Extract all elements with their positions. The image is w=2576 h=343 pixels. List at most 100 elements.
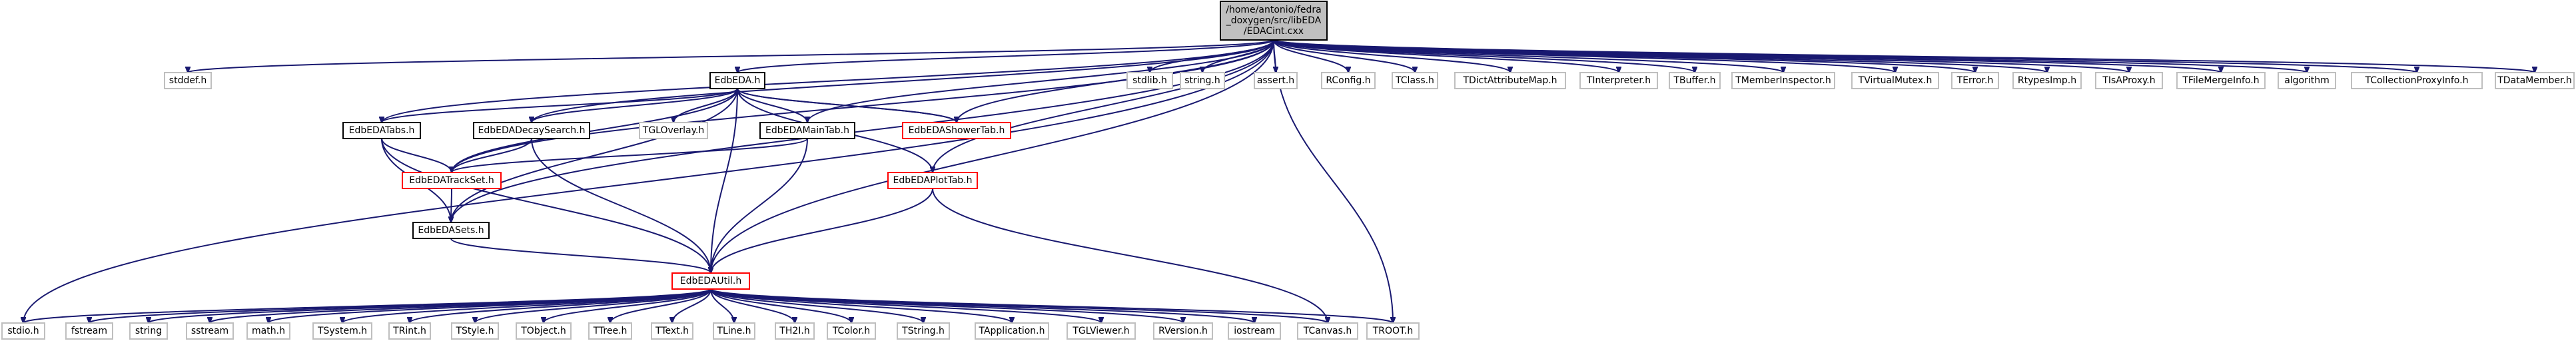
- edge-edbedatrackset-to-edbedasets: [451, 188, 452, 222]
- node-box: [1254, 72, 1298, 89]
- node-label: /home/antonio/fedra: [1226, 5, 1321, 15]
- node-math-h[interactable]: math.h: [246, 322, 290, 340]
- edge-root-to-edbedatrackset: [452, 39, 1274, 172]
- node-tline-h[interactable]: TLine.h: [713, 322, 755, 340]
- node-tgloverlay-h[interactable]: TGLOverlay.h: [639, 122, 708, 139]
- node-label: TText.h: [655, 326, 689, 336]
- node-label: EdbEDAMainTab.h: [765, 125, 849, 136]
- node-edbedamaintab-h[interactable]: EdbEDAMainTab.h: [759, 122, 855, 139]
- edge-root-to-tdatamember: [1273, 39, 2535, 73]
- node-label: TLine.h: [716, 326, 751, 336]
- node-algorithm[interactable]: algorithm: [2278, 72, 2336, 89]
- node-tvirtualmutex-h[interactable]: TVirtualMutex.h: [1851, 72, 1939, 89]
- edge-edbedatabs-to-edbedautil: [381, 138, 711, 273]
- node-label: math.h: [252, 326, 285, 336]
- node-tisaproxy-h[interactable]: TIsAProxy.h: [2095, 72, 2163, 89]
- node-tfilemergeinfo-h[interactable]: TFileMergeInfo.h: [2176, 72, 2266, 89]
- node-sstream[interactable]: sstream: [186, 322, 234, 340]
- edge-edbedautil-to-tstring: [710, 288, 923, 323]
- node-label: TRint.h: [392, 326, 426, 336]
- node-trint-h[interactable]: TRint.h: [388, 322, 431, 340]
- node-box: [1067, 322, 1136, 340]
- node-stdlib-h[interactable]: stdlib.h: [1126, 72, 1173, 89]
- node-box: [1180, 72, 1225, 89]
- node-label: TH2I.h: [779, 326, 809, 336]
- node-edbedadecaysearch-h[interactable]: EdbEDADecaySearch.h: [473, 122, 590, 139]
- node-box: [1, 322, 45, 340]
- node-label: EdbEDATabs.h: [349, 125, 415, 136]
- node-tinterpreter-h[interactable]: TInterpreter.h: [1579, 72, 1658, 89]
- node-box: [516, 322, 572, 340]
- node-edbedautil-h[interactable]: EdbEDAUtil.h: [671, 272, 750, 290]
- node-tobject-h[interactable]: TObject.h: [516, 322, 572, 340]
- node-tbuffer-h[interactable]: TBuffer.h: [1669, 72, 1721, 89]
- node-terror-h[interactable]: TError.h: [1951, 72, 1999, 89]
- node-label: RtypesImp.h: [2018, 75, 2076, 86]
- node-label: TCanvas.h: [1303, 326, 1352, 336]
- node-tglviewer-h[interactable]: TGLViewer.h: [1067, 322, 1136, 340]
- node-rversion-h[interactable]: RVersion.h: [1153, 322, 1213, 340]
- node-edbedashowertab-h[interactable]: EdbEDAShowerTab.h: [902, 122, 1011, 139]
- node-label: EdbEDAShowerTab.h: [909, 125, 1005, 136]
- node-box: [1454, 72, 1566, 89]
- node-label: RVersion.h: [1158, 326, 1208, 336]
- node-box: [713, 322, 755, 340]
- node-rconfig-h[interactable]: RConfig.h: [1321, 72, 1376, 89]
- node-edbedatabs-h[interactable]: EdbEDATabs.h: [342, 122, 421, 139]
- node-tstyle-h[interactable]: TStyle.h: [451, 322, 499, 340]
- node-box: [1228, 322, 1281, 340]
- edge-edbedatabs-to-edbedatrackset: [381, 138, 452, 172]
- node-string-h[interactable]: string.h: [1180, 72, 1225, 89]
- edge-edbedautil-to-ttext: [672, 288, 711, 323]
- node-edbedaplottab-h[interactable]: EdbEDAPlotTab.h: [887, 172, 978, 189]
- node-label: TCollectionProxyInfo.h: [2365, 75, 2469, 86]
- node-stdio-h[interactable]: stdio.h: [1, 322, 45, 340]
- node-label: TInterpreter.h: [1586, 75, 1651, 86]
- edge-edbedautil-to-tobject: [544, 288, 711, 323]
- node-tclass-h[interactable]: TClass.h: [1392, 72, 1438, 89]
- node-label: TMemberInspector.h: [1735, 75, 1831, 86]
- node-tcollectionproxyinfo-h[interactable]: TCollectionProxyInfo.h: [2351, 72, 2483, 89]
- node-iostream[interactable]: iostream: [1228, 322, 1281, 340]
- edge-root-to-stdio: [23, 39, 1274, 323]
- node-box: [186, 322, 234, 340]
- node-tdictattributemap-h[interactable]: TDictAttributeMap.h: [1454, 72, 1566, 89]
- node-tsystem-h[interactable]: TSystem.h: [312, 322, 372, 340]
- node-edbedasets-h[interactable]: EdbEDASets.h: [412, 222, 490, 239]
- node-home-antonio-fedra-doxygen-src-libeda-edacint-cxx[interactable]: /home/antonio/fedra_doxygen/src/libEDA/E…: [1220, 1, 1328, 41]
- node-troot-h[interactable]: TROOT.h: [1366, 322, 1420, 340]
- edge-root-to-edbedatabs: [382, 39, 1274, 123]
- node-fstream[interactable]: fstream: [65, 322, 113, 340]
- edge-edbedasets-to-edbedautil: [450, 238, 711, 273]
- node-box: [402, 172, 502, 189]
- node-label: EdbEDAUtil.h: [680, 276, 741, 286]
- node-tcolor-h[interactable]: TColor.h: [827, 322, 876, 340]
- node-tstring-h[interactable]: TString.h: [897, 322, 950, 340]
- node-stddef-h[interactable]: stddef.h: [164, 72, 212, 89]
- node-edbeda-h[interactable]: EdbEDA.h: [709, 72, 765, 89]
- edge-root-to-edbeda: [737, 39, 1274, 73]
- node-tdatamember-h[interactable]: TDataMember.h: [2495, 72, 2575, 89]
- node-tmemberinspector-h[interactable]: TMemberInspector.h: [1731, 72, 1835, 89]
- node-assert-h[interactable]: assert.h: [1254, 72, 1298, 89]
- node-label: TDataMember.h: [2497, 75, 2572, 86]
- node-rtypesimp-h[interactable]: RtypesImp.h: [2012, 72, 2082, 89]
- node-tcanvas-h[interactable]: TCanvas.h: [1297, 322, 1358, 340]
- node-box: [775, 322, 815, 340]
- node-tapplication-h[interactable]: TApplication.h: [975, 322, 1049, 340]
- node-label: TGLOverlay.h: [642, 125, 704, 136]
- edge-edbedautil-to-tcolor: [710, 288, 851, 323]
- node-string[interactable]: string: [129, 322, 168, 340]
- node-box: [1126, 72, 1173, 89]
- edge-edbedautil-to-tline: [710, 288, 734, 323]
- node-label: TError.h: [1956, 75, 1994, 86]
- node-th2i-h[interactable]: TH2I.h: [775, 322, 815, 340]
- edge-edbedautil-to-tstyle: [475, 288, 711, 323]
- node-ttext-h[interactable]: TText.h: [651, 322, 693, 340]
- node-ttree-h[interactable]: TTree.h: [588, 322, 632, 340]
- node-edbedatrackset-h[interactable]: EdbEDATrackSet.h: [402, 172, 502, 189]
- node-label: TStyle.h: [455, 326, 494, 336]
- edge-edbedautil-to-tapplication: [710, 288, 1012, 323]
- node-label: stddef.h: [169, 75, 207, 86]
